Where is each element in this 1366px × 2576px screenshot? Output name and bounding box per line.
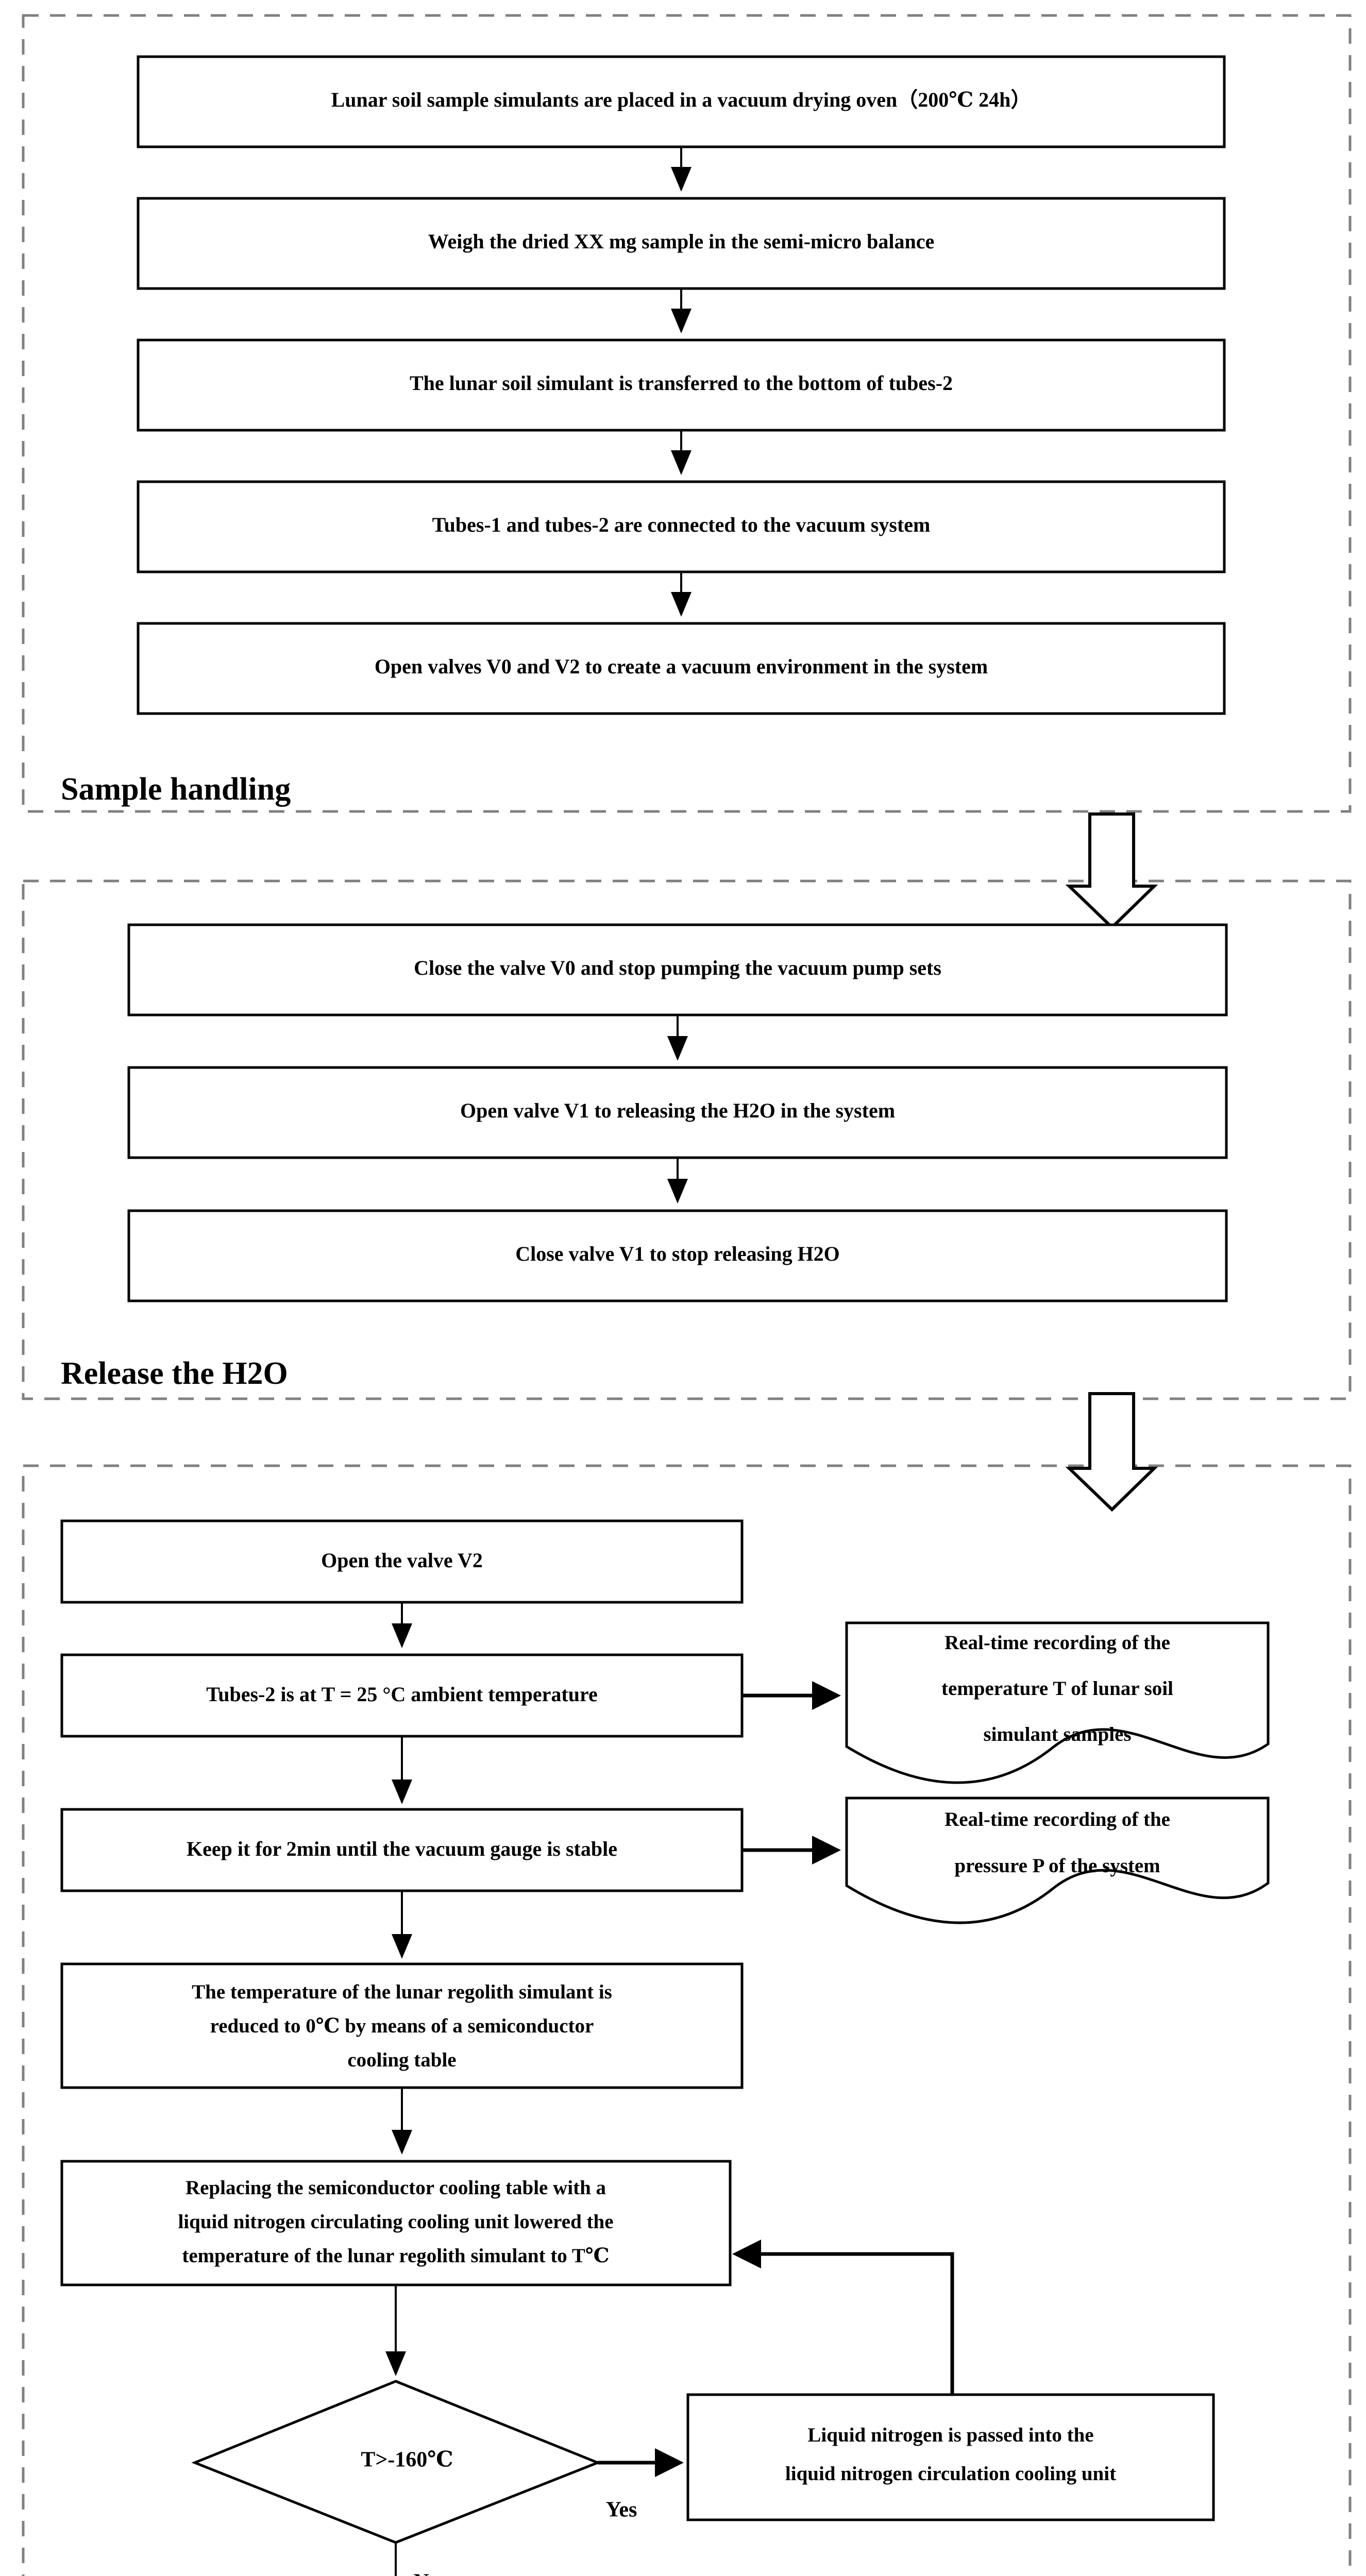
node-doc2[interactable]	[845, 1797, 1270, 1924]
band-sample-adsorption	[22, 1464, 1352, 2576]
node-sh3[interactable]	[137, 338, 1226, 432]
section-label-sample-handling: Sample handling	[61, 772, 291, 807]
edge-label-yes: Yes	[606, 2498, 637, 2522]
node-doc1-line-3: simulant samples	[983, 1723, 1131, 1745]
node-sa5[interactable]	[60, 2160, 732, 2286]
node-rh1[interactable]	[127, 923, 1228, 1016]
node-sa5-line-1: Replacing the semiconductor cooling tabl…	[185, 2177, 606, 2199]
node-rh3-label: Close valve V1 to stop releasing H2O	[515, 1242, 840, 1265]
node-sa2[interactable]	[60, 1653, 744, 1738]
section-transition-arrow-2	[1065, 1392, 1158, 1512]
node-sa5-line-3: temperature of the lunar regolith simula…	[182, 2245, 609, 2267]
node-sa2-label: Tubes-2 is at T = 25 °C ambient temperat…	[206, 1683, 598, 1706]
node-rh2-label: Open valve V1 to releasing the H2O in th…	[460, 1099, 895, 1122]
node-sa3-label: Keep it for 2min until the vacuum gauge …	[187, 1837, 617, 1860]
edge-label-no: No	[413, 2570, 440, 2576]
section-label-release-h2o: Release the H2O	[61, 1356, 288, 1391]
node-sa1-label: Open the valve V2	[321, 1549, 483, 1572]
node-sh3-label: The lunar soil simulant is transferred t…	[410, 371, 953, 395]
node-doc2-line-2: pressure P of the system	[954, 1855, 1160, 1877]
section-transition-arrow-1	[1065, 812, 1158, 930]
band-release-h2o	[22, 879, 1352, 1400]
band-sample-handling	[22, 14, 1352, 813]
node-sa6-label: T>-160℃	[361, 2448, 453, 2472]
node-sa4-line-2: reduced to 0℃ by means of a semiconducto…	[210, 2015, 594, 2037]
node-doc1-line-1: Real-time recording of the	[945, 1632, 1170, 1654]
node-sh5-label: Open valves V0 and V2 to create a vacuum…	[375, 655, 988, 678]
node-sa4-line-1: The temperature of the lunar regolith si…	[192, 1981, 612, 2003]
node-sh2-label: Weigh the dried XX mg sample in the semi…	[428, 230, 935, 253]
node-sa4[interactable]	[60, 1962, 744, 2089]
node-rh3[interactable]	[127, 1209, 1228, 1302]
node-sa5-line-2: liquid nitrogen circulating cooling unit…	[178, 2211, 613, 2233]
node-sh1-label: Lunar soil sample simulants are placed i…	[331, 88, 1032, 111]
node-sh1[interactable]	[137, 55, 1226, 148]
node-sh4-label: Tubes-1 and tubes-2 are connected to the…	[432, 513, 931, 536]
node-sa7[interactable]	[686, 2393, 1215, 2521]
node-doc1-line-2: temperature T of lunar soil	[941, 1677, 1173, 1700]
node-sa7-line-2: liquid nitrogen circulation cooling unit	[785, 2463, 1116, 2485]
node-rh2[interactable]	[127, 1066, 1228, 1159]
node-sa7-line-1: Liquid nitrogen is passed into the	[807, 2424, 1093, 2446]
node-doc2-line-1: Real-time recording of the	[945, 1808, 1170, 1831]
node-sa4-line-3: cooling table	[347, 2049, 456, 2071]
node-rh1-label: Close the valve V0 and stop pumping the …	[414, 956, 941, 979]
edge-sa7-sa5-feedback	[732, 2240, 954, 2395]
node-sa1[interactable]	[60, 1519, 744, 1604]
node-sh5[interactable]	[137, 622, 1226, 715]
node-doc1[interactable]	[845, 1621, 1270, 1784]
